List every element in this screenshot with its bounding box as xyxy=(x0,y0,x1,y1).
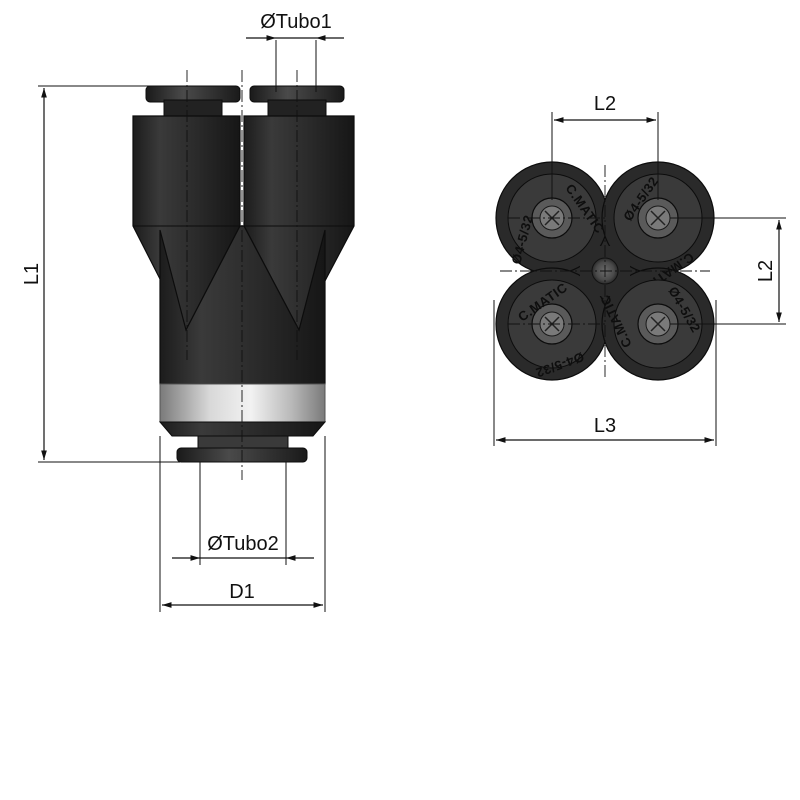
dim-l3: L3 xyxy=(493,300,717,446)
body-upper-right xyxy=(243,115,355,332)
overall-width-label: L3 xyxy=(594,415,616,437)
spacing-v-label: L2 xyxy=(755,260,777,282)
dim-l2-vertical: L2 xyxy=(670,217,786,325)
side-view xyxy=(132,70,355,480)
spacing-h-label: L2 xyxy=(594,93,616,115)
dim-l1: L1 xyxy=(21,85,180,463)
body-chamfer xyxy=(158,421,327,437)
metal-ring xyxy=(159,383,326,423)
dim-tube1: ØTubo1 xyxy=(246,11,344,92)
length-label: L1 xyxy=(21,263,43,285)
dim-l2-horizontal: L2 xyxy=(551,93,659,200)
dim-d1: D1 xyxy=(159,436,326,612)
tube1-label: ØTubo1 xyxy=(260,11,332,33)
top-collet-left xyxy=(145,85,241,117)
diameter-label: D1 xyxy=(229,581,255,603)
end-view: C.MATIC Ø4-5/32 Ø4-5/32 C.MATIC C.MATIC … xyxy=(495,161,715,381)
tube2-label: ØTubo2 xyxy=(207,533,279,555)
dim-tube2: ØTubo2 xyxy=(172,462,314,565)
